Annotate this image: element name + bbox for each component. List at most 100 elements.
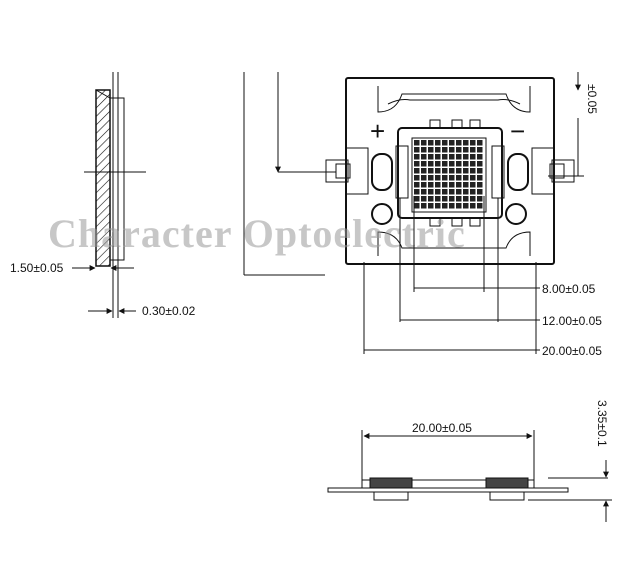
led-chip-cell xyxy=(421,168,427,174)
led-chip-cell xyxy=(463,168,469,174)
led-chip-cell xyxy=(414,175,420,181)
led-chip-cell xyxy=(421,140,427,146)
led-chip-cell xyxy=(421,147,427,153)
led-chip-cell xyxy=(449,161,455,167)
middle-width-label: 12.00±0.05 xyxy=(542,314,602,328)
side-thickness-label: 1.50±0.05 xyxy=(10,261,64,275)
led-chip-cell xyxy=(456,196,462,202)
led-chip-cell xyxy=(470,189,476,195)
led-chip-cell xyxy=(463,147,469,153)
led-chip-cell xyxy=(463,154,469,160)
led-chip-grid xyxy=(411,137,487,213)
led-chip-cell xyxy=(470,196,476,202)
led-chip-cell xyxy=(449,154,455,160)
led-chip-cell xyxy=(477,140,483,146)
led-chip-cell xyxy=(456,154,462,160)
led-chip-cell xyxy=(449,175,455,181)
led-chip-cell xyxy=(428,147,434,153)
led-chip-cell xyxy=(414,196,420,202)
bottom-width-label: 20.00±0.05 xyxy=(412,421,472,435)
led-chip-cell xyxy=(470,154,476,160)
led-chip-cell xyxy=(414,168,420,174)
led-chip-cell xyxy=(435,182,441,188)
led-chip-cell xyxy=(442,203,448,209)
led-chip-cell xyxy=(470,147,476,153)
led-chip-cell xyxy=(435,189,441,195)
led-chip-cell xyxy=(477,203,483,209)
led-chip-cell xyxy=(435,147,441,153)
led-chip-cell xyxy=(442,196,448,202)
plus-symbol: + xyxy=(370,116,385,146)
led-chip-cell xyxy=(456,203,462,209)
led-chip-cell xyxy=(428,189,434,195)
led-chip-cell xyxy=(428,196,434,202)
led-chip-cell xyxy=(477,154,483,160)
led-chip-cell xyxy=(470,161,476,167)
led-chip-cell xyxy=(456,147,462,153)
led-chip-cell xyxy=(463,189,469,195)
led-chip-cell xyxy=(463,140,469,146)
led-chip-cell xyxy=(414,147,420,153)
led-chip-cell xyxy=(414,182,420,188)
side-gap-label: 0.30±0.02 xyxy=(142,304,196,318)
led-chip-cell xyxy=(470,182,476,188)
led-chip-cell xyxy=(449,168,455,174)
led-chip-cell xyxy=(435,203,441,209)
top-view: ±0.05 + − Character Optoelectric xyxy=(48,72,602,358)
led-chip-cell xyxy=(414,161,420,167)
led-chip-cell xyxy=(421,175,427,181)
led-chip-cell xyxy=(442,189,448,195)
led-chip-cell xyxy=(449,147,455,153)
led-chip-cell xyxy=(456,189,462,195)
led-chip-cell xyxy=(442,161,448,167)
watermark: Character Optoelectric xyxy=(48,211,466,256)
led-chip-cell xyxy=(456,175,462,181)
led-chip-cell xyxy=(435,161,441,167)
led-chip-cell xyxy=(414,140,420,146)
led-chip-cell xyxy=(414,203,420,209)
led-chip-cell xyxy=(477,168,483,174)
led-chip-cell xyxy=(442,147,448,153)
led-chip-cell xyxy=(435,140,441,146)
led-chip-cell xyxy=(442,140,448,146)
led-chip-cell xyxy=(442,182,448,188)
led-chip-cell xyxy=(428,175,434,181)
led-chip-cell xyxy=(477,175,483,181)
led-chip-cell xyxy=(477,196,483,202)
led-chip-cell xyxy=(449,203,455,209)
led-chip-cell xyxy=(449,140,455,146)
led-chip-cell xyxy=(463,182,469,188)
minus-symbol: − xyxy=(510,116,525,146)
led-chip-cell xyxy=(449,182,455,188)
led-chip-cell xyxy=(477,147,483,153)
led-chip-cell xyxy=(414,154,420,160)
bottom-view: 20.00±0.05 3.35±0.1 xyxy=(327,400,612,522)
led-chip-cell xyxy=(428,161,434,167)
led-chip-cell xyxy=(463,196,469,202)
led-chip-cell xyxy=(449,189,455,195)
led-chip-cell xyxy=(428,154,434,160)
led-chip-cell xyxy=(456,168,462,174)
led-chip-cell xyxy=(477,189,483,195)
led-chip-cell xyxy=(421,203,427,209)
led-chip-cell xyxy=(428,182,434,188)
led-chip-cell xyxy=(470,168,476,174)
mounting-hole-right xyxy=(505,203,527,225)
led-chip-cell xyxy=(477,182,483,188)
inner-width-label: 8.00±0.05 xyxy=(542,282,596,296)
led-chip-cell xyxy=(421,161,427,167)
led-chip-cell xyxy=(428,168,434,174)
led-chip-cell xyxy=(463,175,469,181)
led-chip-cell xyxy=(470,175,476,181)
led-chip-cell xyxy=(428,140,434,146)
mounting-hole-left xyxy=(371,203,393,225)
led-chip-cell xyxy=(456,161,462,167)
led-chip-cell xyxy=(456,182,462,188)
led-chip-cell xyxy=(463,161,469,167)
led-chip-cell xyxy=(470,140,476,146)
led-chip-cell xyxy=(435,196,441,202)
outer-width-label: 20.00±0.05 xyxy=(542,344,602,358)
led-chip-cell xyxy=(442,168,448,174)
bottom-height-label: 3.35±0.1 xyxy=(595,400,609,447)
